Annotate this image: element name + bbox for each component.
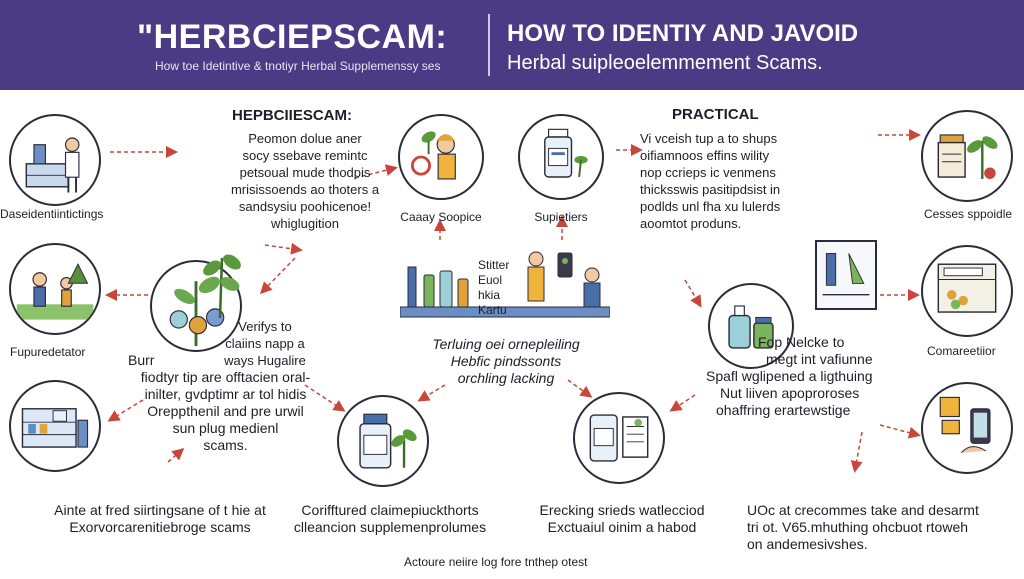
right-mid-line: ohaffring erartewstige bbox=[716, 402, 851, 418]
supplement-label-icon bbox=[573, 392, 665, 484]
mid-left-line: Verifys to bbox=[238, 319, 292, 334]
supplement-jar-icon bbox=[518, 114, 604, 200]
header-banner: "HERBCIEPSCAM: How toe Idetintive & tnot… bbox=[0, 0, 1024, 90]
right-mid-line: Spafl wglipened a ligthuing bbox=[706, 368, 873, 384]
center-panel-line: hkia bbox=[478, 288, 501, 302]
herb-jar-icon bbox=[921, 110, 1013, 202]
bottom-item-4: UOc at crecommes take and desarmt tri ot… bbox=[747, 502, 979, 553]
pharmacy-team-icon bbox=[400, 245, 610, 325]
section-right-line: thicksswis pasitipdsist in bbox=[640, 182, 781, 197]
icon-label-left-2: Fupuredetator bbox=[10, 345, 86, 359]
section-left-line: petsoual mude thodpis bbox=[239, 165, 371, 180]
section-left-line: sandsysiu poohicenoe! bbox=[238, 199, 372, 214]
plant-person-icon bbox=[398, 114, 484, 200]
bottom-item-line: on andemesivshes. bbox=[747, 536, 868, 552]
section-right-line: podlds unl fha xu lulerds bbox=[640, 199, 781, 214]
footer-text: Actoure neiire log fore tnthep otest bbox=[404, 555, 588, 569]
right-mid-line: megt int vafiunne bbox=[766, 351, 873, 367]
right-mid-line: Fop Nelcke to bbox=[758, 334, 845, 350]
left-text: Burr fiodtyr tip are offtacien oral- ini… bbox=[128, 352, 323, 454]
header-divider bbox=[488, 14, 490, 76]
bottom-item-1: Ainte at fred siirtingsane of t hie at E… bbox=[40, 502, 280, 536]
mid-left-text: Verifys to claiins napp a ways Hugalire bbox=[215, 318, 315, 369]
store-shelf-icon bbox=[921, 245, 1013, 337]
left-text-line: Burr bbox=[128, 352, 155, 368]
lab-scientist-icon bbox=[9, 114, 101, 206]
center-text: Terluing oei ornepleiling Hebfic pindsso… bbox=[416, 336, 596, 387]
page-subtitle: How toe Idetintive & tnotiyr Herbal Supp… bbox=[155, 59, 441, 73]
lotion-bottles-icon bbox=[708, 283, 794, 369]
icon-label-right-2: Comareetiior bbox=[927, 344, 996, 358]
icon-label-left-1: Daseidentiintictings bbox=[0, 207, 104, 221]
header-right-subtitle: Herbal suipleoelemmement Scams. bbox=[507, 52, 823, 74]
center-text-line: Hebfic pindssonts bbox=[450, 353, 562, 369]
section-left-line: socy ssebave remintc bbox=[242, 148, 368, 163]
mid-left-line: claiins napp a bbox=[225, 336, 305, 351]
bottom-item-line: Exorvorcarenitiebroge scams bbox=[69, 519, 251, 535]
phone-checking-icon bbox=[921, 382, 1013, 474]
left-text-line: Oreppthenil and pre urwil bbox=[147, 403, 304, 419]
supplement-bottle-icon bbox=[337, 395, 429, 487]
icon-label-right-1: Cesses sppoidle bbox=[924, 207, 1013, 221]
center-panel-text: Stitter Euol hkia Kartu bbox=[478, 258, 509, 318]
left-text-line: fiodtyr tip are offtacien oral- bbox=[140, 369, 311, 385]
section-left-line: mrisissoends ao thoters a bbox=[230, 182, 380, 197]
section-right-line: nop ccrieps ic venmens bbox=[640, 165, 776, 180]
bottom-item-2: Corifftured claimepiuckthorts clleancion… bbox=[292, 502, 488, 536]
section-right-text: Vi vceish tup a to shups oifiamnoos effi… bbox=[640, 130, 780, 232]
bottom-item-line: UOc at crecommes take and desarmt bbox=[747, 502, 979, 518]
left-text-line: scams. bbox=[203, 437, 248, 453]
center-panel-line: Euol bbox=[478, 273, 503, 287]
family-outdoor-icon bbox=[9, 243, 101, 335]
center-text-line: orchling lacking bbox=[457, 370, 555, 386]
center-panel-line: Stitter bbox=[478, 258, 510, 272]
bottom-item-line: Ainte at fred siirtingsane of t hie at bbox=[54, 502, 266, 518]
right-mid-line: Nut liiven apoproroses bbox=[720, 385, 860, 401]
lab-tools-panel bbox=[815, 240, 877, 310]
center-panel-line: Kartu bbox=[478, 303, 507, 317]
bottom-item-line: tri ot. V65.mhuthing ohcbuot rtoweh bbox=[747, 519, 969, 535]
bottom-item-line: Exctuaiul oinim a habod bbox=[547, 519, 697, 535]
section-right-line: Vi vceish tup a to shups bbox=[640, 131, 778, 146]
icon-label-center-1: Caaay Soopice bbox=[400, 210, 482, 224]
left-text-line: inilter, gvdptimr ar tol hidis bbox=[144, 386, 307, 402]
bottom-item-line: Erecking srieds watlecciod bbox=[539, 502, 705, 518]
lab-shelf-icon bbox=[9, 380, 101, 472]
section-left-text: Peomon dolue aner socy ssebave remintc p… bbox=[220, 130, 390, 232]
left-text-line: sun plug medienl bbox=[172, 420, 279, 436]
botanical-herbs-icon bbox=[150, 260, 242, 352]
bottom-item-3: Erecking srieds watlecciod Exctuaiul oin… bbox=[532, 502, 712, 536]
page-title: "HERBCIEPSCAM: bbox=[137, 18, 448, 56]
center-text-line: Terluing oei ornepleiling bbox=[432, 336, 580, 352]
section-left-line: Peomon dolue aner bbox=[248, 131, 362, 146]
section-left-line: whiglugition bbox=[271, 216, 339, 231]
section-right-heading: PRACTICAL bbox=[672, 106, 759, 123]
bottom-item-line: Corifftured claimepiuckthorts bbox=[301, 502, 479, 518]
icon-label-center-2: Supietiers bbox=[534, 210, 588, 224]
bottom-item-line: clleancion supplemenprolumes bbox=[293, 519, 487, 535]
section-left-heading: HEPBCIIESCAM: bbox=[232, 107, 353, 124]
section-right-line: oifiamnoos effins wility bbox=[640, 148, 770, 163]
header-right-title: HOW TO IDENTIY AND JAVOID bbox=[507, 20, 859, 47]
mid-left-line: ways Hugalire bbox=[224, 353, 306, 368]
plant-branch-icon bbox=[203, 254, 241, 318]
section-right-line: aoomtot produns. bbox=[640, 216, 742, 231]
right-mid-text: Fop Nelcke to megt int vafiunne Spafl wg… bbox=[706, 334, 873, 419]
